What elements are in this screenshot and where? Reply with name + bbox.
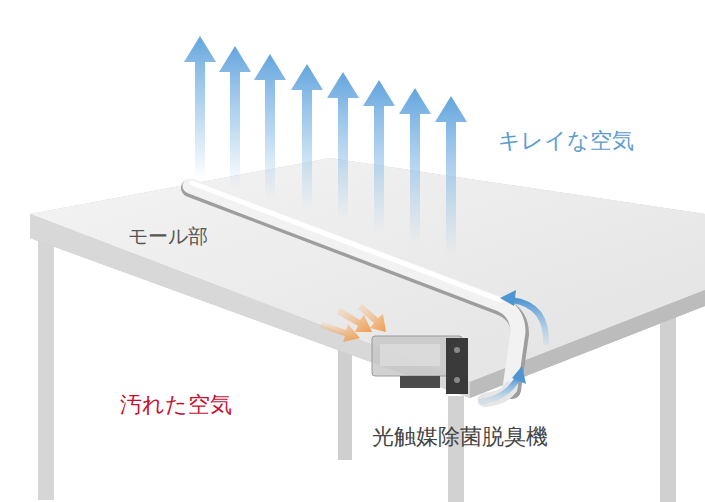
unit-base	[400, 376, 440, 388]
dirty-air-arrows	[320, 304, 386, 342]
clean-air-curve	[478, 378, 518, 402]
clean-air-curve	[512, 300, 546, 345]
arrow-head	[500, 290, 516, 306]
molding-label: モール部	[128, 224, 208, 248]
arrow-head	[512, 366, 526, 384]
unit-bracket	[446, 338, 468, 394]
table-leg	[38, 232, 54, 500]
screw	[454, 347, 460, 353]
dirty-air-label: 汚れた空気	[120, 392, 232, 418]
screw	[454, 377, 460, 383]
clean-air-arrows	[184, 36, 467, 256]
table-edge	[30, 158, 705, 398]
unit-window	[380, 344, 440, 366]
clean-air-label: キレイな空気	[498, 128, 634, 154]
table-front-edge	[30, 214, 470, 398]
device-label: 光触媒除菌脱臭機	[372, 424, 548, 450]
table-leg	[660, 300, 676, 502]
